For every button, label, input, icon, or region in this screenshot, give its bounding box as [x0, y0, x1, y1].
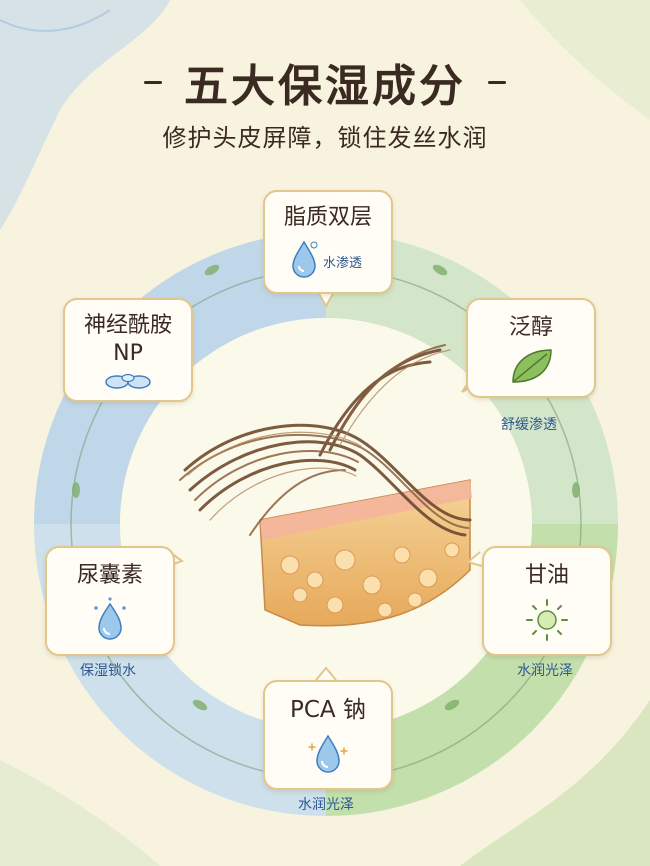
sparkle-drop-icon [308, 734, 348, 773]
title-row: 五大保湿成分 [0, 52, 650, 112]
ingredient-card-sodium-pca: PCA 钠 [263, 680, 393, 790]
ingredient-name: 脂质双层 [283, 205, 372, 230]
water-drop-icon [94, 597, 126, 640]
title-dash-left [144, 80, 162, 84]
ingredient-desc-allantoin: 保湿锁水 [80, 663, 136, 679]
sun-icon [526, 599, 568, 641]
ingredient-name-line2: NP [113, 341, 143, 366]
water-drop-icon [292, 240, 318, 278]
title-dash-right [488, 80, 506, 84]
ingredient-desc-glycerin: 水润光泽 [517, 663, 573, 679]
leaf-icon [512, 349, 552, 383]
corner-wash-bottom-left [0, 760, 160, 866]
corner-wash-top-right [520, 0, 650, 120]
corner-wash-bottom-right [460, 700, 650, 866]
ingredient-card-glycerin: 甘油 [482, 546, 612, 656]
ingredient-name: 泛醇 [508, 315, 553, 340]
ingredient-card-ceramide-np: 神经酰胺 NP [63, 298, 193, 402]
ingredient-card-panthenol: 泛醇 [466, 298, 596, 398]
ingredient-desc: 水渗透 [323, 256, 363, 271]
ingredient-name: 尿囊素 [76, 563, 143, 588]
page-title: 五大保湿成分 [184, 61, 466, 112]
corner-wash-top-left [0, 0, 170, 230]
ingredient-card-allantoin: 尿囊素 [45, 546, 175, 656]
ingredient-name: PCA 钠 [290, 697, 366, 723]
ingredient-name-line1: 神经酰胺 [83, 313, 172, 338]
ingredient-desc-panthenol: 舒缓渗透 [501, 417, 557, 433]
ingredient-name: 甘油 [524, 563, 569, 588]
hair-illustration [179, 344, 472, 537]
page-subtitle: 修护头皮屏障，锁住发丝水润 [162, 124, 488, 152]
capsule-icon [105, 373, 151, 389]
ingredient-desc-sodium-pca: 水润光泽 [298, 797, 354, 813]
ingredient-card-lipid-bilayer: 脂质双层 水渗透 [263, 190, 393, 294]
vine-leaves [72, 264, 580, 711]
